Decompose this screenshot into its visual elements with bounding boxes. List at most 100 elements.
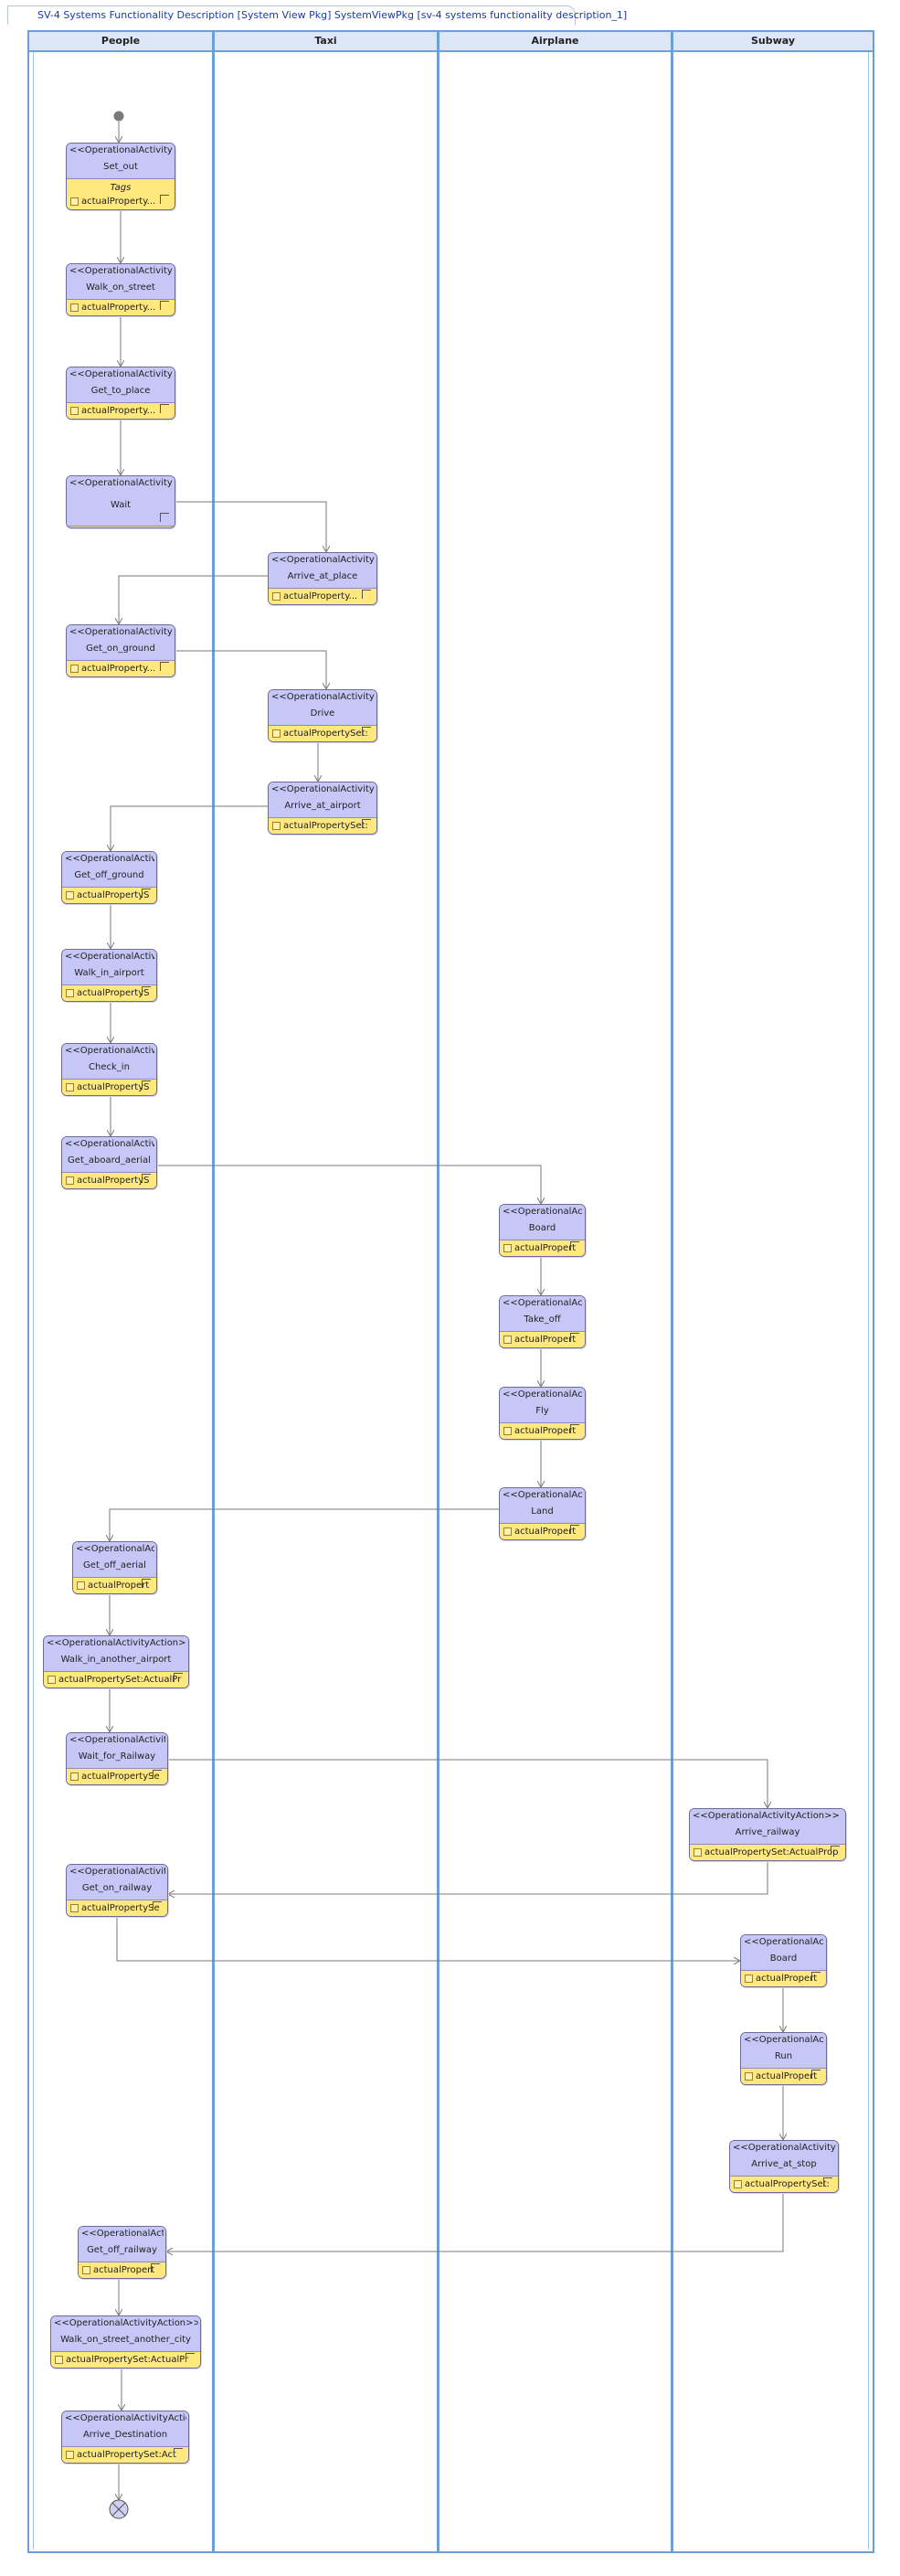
node-property: actualPropert — [514, 1335, 577, 1345]
call-behavior-icon — [142, 986, 151, 995]
control-flow-arrive-at-place-to-get-on-ground[interactable] — [119, 575, 268, 624]
node-property: actualProperty... — [81, 406, 156, 416]
node-tags-label: Tags — [110, 183, 132, 193]
activity-node-walk-in-another-airport[interactable]: <<OperationalActivityAction>> Walk_in_ano… — [43, 1635, 189, 1688]
node-property: actualPropert — [514, 1527, 577, 1537]
control-flow-arrive-railway-to-get-on-railway[interactable] — [168, 1861, 768, 1894]
node-name: Arrive_railway — [735, 1827, 800, 1837]
call-behavior-icon — [811, 2070, 821, 2079]
node-stereotype: <<OperationalActivityAction>> — [54, 2318, 198, 2328]
node-properties: actualPropert — [500, 1524, 585, 1539]
node-name: Wait_for_Railway — [78, 1751, 156, 1762]
lane-header-people[interactable]: People — [29, 32, 212, 52]
node-name: Get_to_place — [90, 386, 151, 396]
control-flow-wait-to-arrive-at-place[interactable] — [175, 501, 326, 552]
control-flow-get-on-railway-to-board-sub[interactable] — [116, 1917, 740, 1961]
property-icon — [272, 822, 281, 830]
control-flow-arrive-at-stop-to-get-off-railway[interactable] — [166, 2193, 784, 2251]
node-name: Get_aboard_aerial — [68, 1155, 151, 1166]
node-stereotype: <<OperationalAct — [503, 1207, 583, 1217]
node-properties: actualPropertySet: — [269, 818, 376, 834]
node-properties: actualPropertyS — [62, 985, 156, 1001]
call-behavior-icon — [362, 727, 371, 736]
node-stereotype: <<OperationalActivityAction>> — [47, 1638, 186, 1648]
property-icon — [70, 1772, 79, 1781]
call-behavior-icon — [362, 590, 371, 599]
activity-node-walk-on-street-another-city[interactable]: <<OperationalActivityAction>>Walk_on_str… — [50, 2315, 201, 2368]
call-behavior-icon — [823, 2177, 832, 2187]
control-flow-get-aboard-aerial-to-board-air[interactable] — [157, 1165, 541, 1204]
property-icon — [70, 197, 79, 206]
call-behavior-icon — [570, 1333, 579, 1342]
node-properties: actualPropertyS — [62, 1080, 156, 1095]
lane-separator — [671, 32, 673, 2551]
lane-header-airplane[interactable]: Airplane — [439, 32, 671, 52]
call-behavior-icon — [160, 513, 169, 522]
node-properties: actualProperty... — [269, 589, 376, 604]
node-stereotype: <<OperationalActivit — [69, 1735, 165, 1745]
node-properties: actualPropertySet:ActualPr — [44, 1672, 188, 1687]
node-name: Set_out — [103, 162, 138, 172]
initial-node[interactable] — [113, 111, 124, 122]
property-icon — [503, 1336, 512, 1344]
node-properties: actualPropertySe — [67, 1769, 167, 1784]
call-behavior-icon — [160, 301, 169, 310]
lane-header-subway[interactable]: Subway — [673, 32, 873, 52]
control-flow-get-on-ground-to-drive[interactable] — [175, 650, 326, 689]
node-name: Walk_in_another_airport — [60, 1655, 172, 1665]
final-node[interactable] — [109, 2499, 129, 2519]
node-name: Get_off_ground — [74, 870, 144, 880]
node-name: Wait — [110, 500, 132, 510]
node-stereotype: <<OperationalAct — [503, 1389, 583, 1400]
call-behavior-icon — [160, 195, 169, 204]
node-stereotype: <<OperationalActivi — [65, 1046, 154, 1056]
call-behavior-icon — [142, 1174, 151, 1183]
call-behavior-icon — [142, 1080, 151, 1090]
node-property: actualPropert — [88, 1581, 150, 1591]
lane-header-taxi[interactable]: Taxi — [215, 32, 437, 52]
node-name: Run — [774, 2051, 793, 2061]
control-flow-land-to-get-off-aerial[interactable] — [110, 1508, 499, 1541]
call-behavior-icon — [570, 1241, 579, 1251]
control-flow-wait-for-railway-to-arrive-railway[interactable] — [168, 1759, 768, 1808]
node-properties: actualPropertySe — [67, 1900, 167, 1916]
activity-node-arrive-railway[interactable]: <<OperationalActivityAction>>Arrive_rail… — [689, 1808, 846, 1861]
property-icon — [55, 2356, 63, 2364]
node-property: actualPropertyS — [77, 890, 150, 900]
control-flow-arrive-at-airport-to-get-off-ground[interactable] — [111, 805, 268, 851]
property-icon — [66, 989, 74, 997]
node-name: Arrive_at_place — [287, 571, 358, 581]
